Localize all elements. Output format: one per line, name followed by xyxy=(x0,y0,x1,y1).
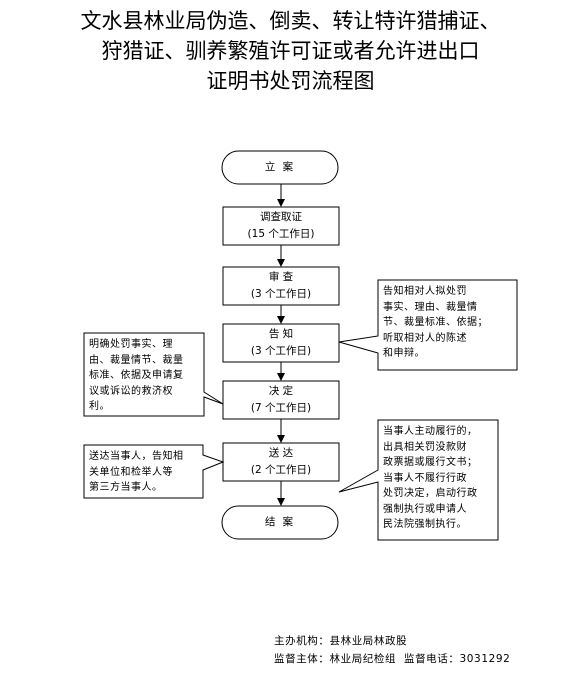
deliver-right-note-line: 当事人不履行行政 xyxy=(383,472,467,484)
notify-note-line: 事实、理由、裁量情 xyxy=(383,301,478,313)
notify-duration: (3 个工作日) xyxy=(250,345,312,357)
investigate-label: 调查取证 xyxy=(260,211,302,223)
deliver-left-note: 送达当事人，告知相 关单位和检举人等 第三方当事人。 xyxy=(89,449,203,496)
deliver-right-note: 当事人主动履行的， 出具相关罚没款财 政票据或履行文书； 当事人不履行行政 处罚… xyxy=(383,424,497,533)
deliver-right-callout xyxy=(338,419,499,541)
review-box xyxy=(222,266,340,306)
decide-note-line: 利。 xyxy=(89,401,110,412)
notify-box xyxy=(222,323,340,363)
deliver-right-note-line: 处罚决定，启动行政 xyxy=(383,488,478,499)
decide-duration: (7 个工作日) xyxy=(250,402,312,414)
notify-callout xyxy=(338,279,518,371)
review-duration: (3 个工作日) xyxy=(250,288,312,300)
start-terminal xyxy=(221,150,339,185)
deliver-left-note-line: 关单位和检举人等 xyxy=(89,466,173,478)
end-label: 结 案 xyxy=(264,516,296,528)
decide-note: 明确处罚事实、理 由、裁量情节、裁量 标准、依据及申请复 议或诉讼的救济权 利。 xyxy=(89,337,203,415)
decide-note-line: 明确处罚事实、理 xyxy=(89,339,173,350)
title-line-1: 文水县林业局伪造、倒卖、转让特许猎捕证、 xyxy=(80,9,501,33)
decide-note-line: 由、裁量情节、裁量 xyxy=(89,354,184,366)
notify-note-line: 听取相对人的陈述 xyxy=(383,332,467,344)
investigate-duration: (15 个工作日) xyxy=(247,228,315,240)
notify-note-line: 节、裁量标准、依据； xyxy=(383,317,488,328)
decide-note-line: 标准、依据及申请复 xyxy=(89,370,184,381)
investigate-box xyxy=(222,206,340,246)
deliver-left-note-line: 第三方当事人。 xyxy=(89,482,163,493)
deliver-right-note-line: 强制执行或申请人 xyxy=(383,503,467,515)
notify-note-line: 和申辩。 xyxy=(383,348,425,359)
end-terminal xyxy=(221,505,339,540)
title-line-3: 证明书处罚流程图 xyxy=(206,69,375,93)
deliver-right-note-line: 民法院强制执行。 xyxy=(383,519,467,530)
decide-note-line: 议或诉讼的救济权 xyxy=(89,385,173,397)
deliver-label: 送 达 xyxy=(268,447,294,459)
title-line-2: 狩猎证、驯养繁殖许可证或者允许进出口 xyxy=(101,39,480,63)
decide-label: 决 定 xyxy=(268,385,294,397)
deliver-right-note-line: 政票据或履行文书； xyxy=(383,457,478,468)
deliver-duration: (2 个工作日) xyxy=(250,464,312,476)
footer-supervisor: 监督主体：林业局纪检组 监督电话：3031292 xyxy=(274,653,511,665)
deliver-left-note-line: 送达当事人，告知相 xyxy=(89,451,184,462)
decide-box xyxy=(222,380,340,420)
deliver-right-note-line: 出具相关罚没款财 xyxy=(383,441,467,453)
notify-note-line: 告知相对人拟处罚 xyxy=(383,286,467,297)
start-label: 立 案 xyxy=(264,161,296,173)
notify-label: 告 知 xyxy=(268,328,294,340)
footer-organizer: 主办机构：县林业局林政股 xyxy=(274,635,408,647)
review-label: 审 查 xyxy=(268,271,294,283)
notify-note: 告知相对人拟处罚 事实、理由、裁量情 节、裁量标准、依据； 听取相对人的陈述 和… xyxy=(383,284,515,362)
decide-callout xyxy=(83,332,224,417)
deliver-left-callout xyxy=(83,444,225,499)
deliver-right-note-line: 当事人主动履行的， xyxy=(383,426,478,437)
